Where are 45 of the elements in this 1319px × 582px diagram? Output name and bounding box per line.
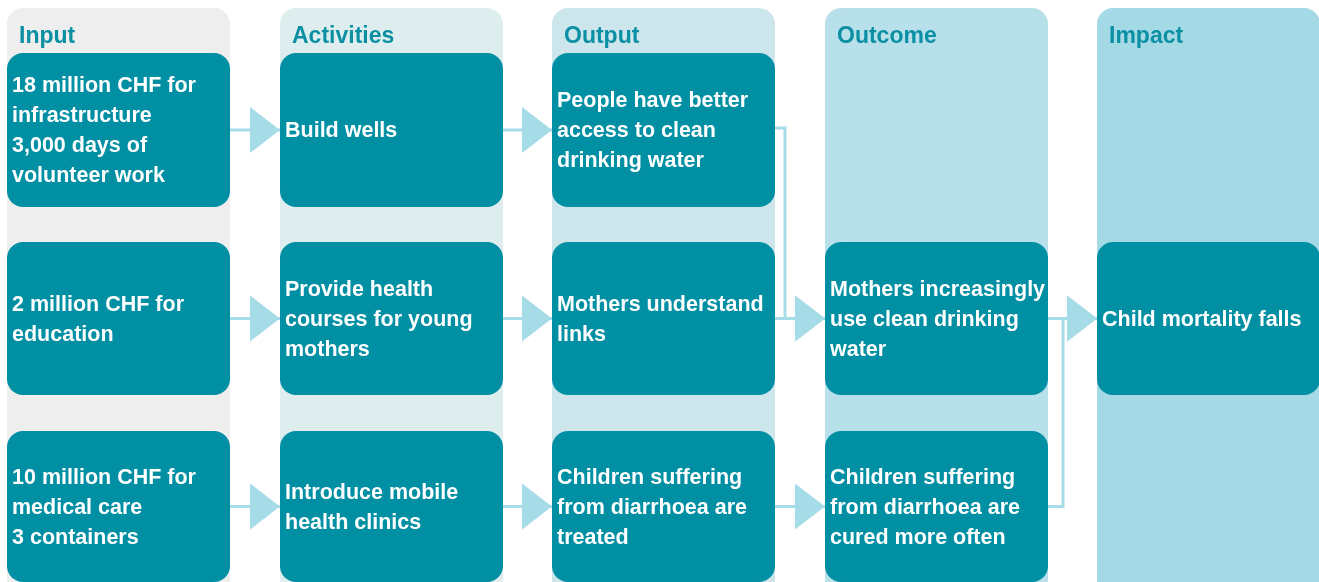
box-text: 2 million CHF for education (12, 290, 185, 348)
arrow (503, 107, 552, 153)
arrow (230, 107, 280, 153)
box-text: Mothers understand links (557, 290, 765, 348)
process-box (280, 53, 503, 207)
arrow (503, 483, 552, 530)
arrow (230, 295, 280, 342)
column-heading: Input (19, 22, 76, 49)
box-text: Children suffering from diarrhoea are treated (557, 463, 748, 551)
process-box (1097, 242, 1319, 395)
box-text: 18 million CHF for infrastructure (12, 72, 197, 129)
process-box (825, 431, 1048, 582)
arrow (1048, 295, 1097, 508)
process-box (7, 53, 230, 207)
box-text: Mothers increasingly use clean drinking water (830, 275, 1046, 363)
box-text: Provide health courses for young mothers (285, 275, 474, 363)
arrow (230, 483, 280, 530)
box-text: 3,000 days of volunteer work (12, 132, 166, 189)
process-box (280, 242, 503, 395)
arrow (775, 483, 825, 530)
process-box (552, 242, 775, 395)
process-box (7, 242, 230, 395)
column-heading: Impact (1109, 22, 1184, 49)
box-text: 10 million CHF for medical care (12, 463, 197, 521)
column-panel (1097, 8, 1319, 582)
process-box (280, 431, 503, 582)
column-panel (825, 8, 1048, 582)
arrow (775, 295, 825, 342)
process-box (552, 431, 775, 582)
process-box (552, 53, 775, 207)
column-heading: Activities (292, 22, 395, 49)
column-panel (7, 8, 230, 582)
column-panel (280, 8, 503, 582)
arrow (503, 295, 552, 342)
column-panel (552, 8, 775, 582)
process-box (7, 431, 230, 582)
box-text: Introduce mobile health clinics (285, 478, 460, 536)
box-text: Build wells (285, 117, 399, 144)
box-text: Children suffering from diarrhoea are cured more often (830, 463, 1021, 551)
box-text: People have better access to clean drinking water (557, 87, 750, 174)
box-text: Child mortality falls (1102, 305, 1303, 333)
column-heading: Output (564, 22, 640, 49)
column-heading: Outcome (837, 22, 937, 49)
box-text: 3 containers (12, 523, 140, 551)
process-box (825, 242, 1048, 395)
